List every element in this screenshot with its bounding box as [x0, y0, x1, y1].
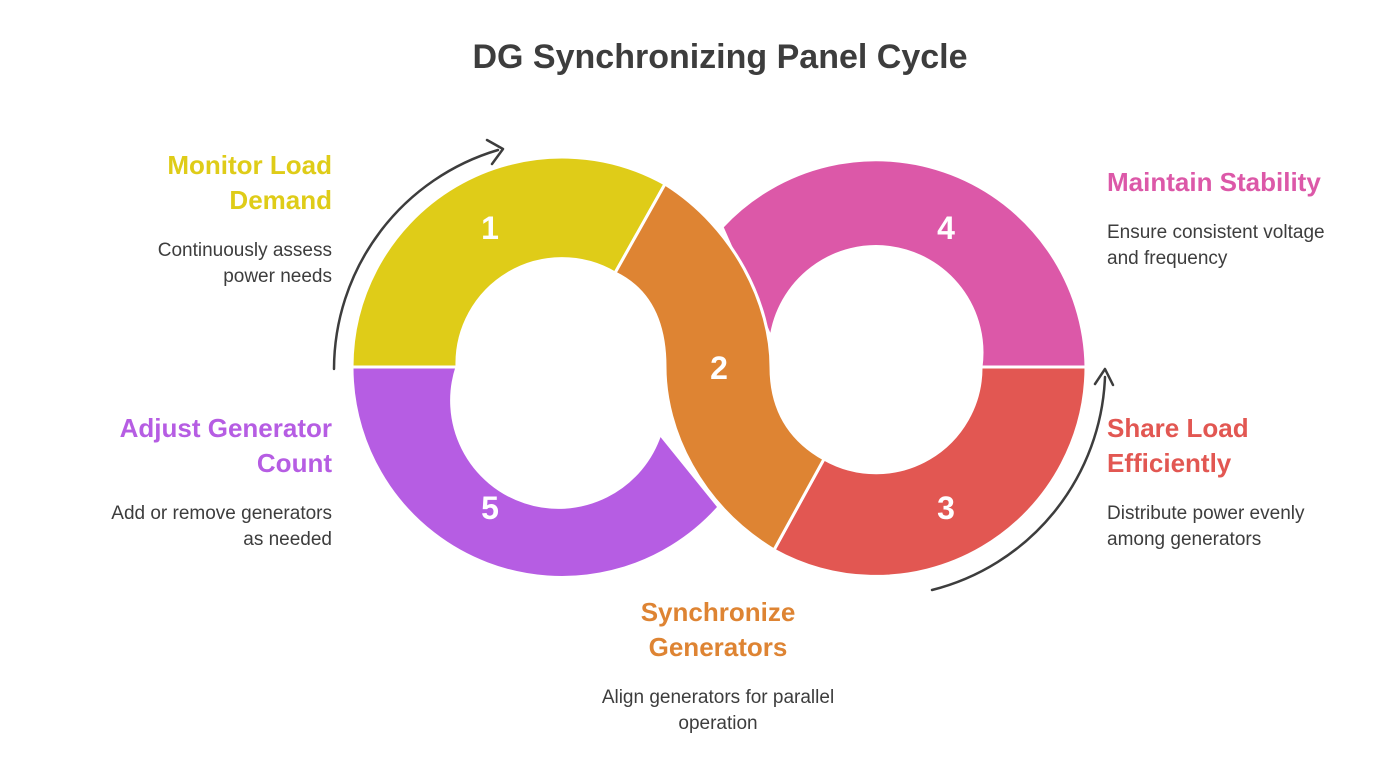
step-5-description: Add or remove generators as needed: [111, 503, 332, 550]
step-5-label: Adjust Generator Count Add or remove gen…: [72, 411, 332, 553]
step-4-description: Ensure consistent voltage and frequency: [1107, 222, 1325, 269]
segment-1-number: 1: [481, 210, 499, 246]
step-4-heading: Maintain Stability: [1107, 167, 1321, 197]
step-1-label: Monitor Load Demand Continuously assess …: [72, 148, 332, 290]
cycle-arrow-left: [332, 148, 500, 371]
step-2-label: Synchronize Generators Align generators …: [578, 595, 858, 737]
step-5-heading: Adjust Generator Count: [119, 413, 332, 478]
step-3-label: Share Load Efficiently Distribute power …: [1107, 411, 1367, 553]
step-2-description: Align generators for parallel operation: [601, 687, 835, 734]
segment-5: [350, 365, 721, 580]
step-2-heading: Synchronize Generators: [640, 597, 796, 662]
arrow-head-right-icon: [1093, 367, 1115, 387]
step-3-description: Distribute power evenly among generators: [1107, 503, 1305, 550]
segment-2-number: 2: [710, 350, 728, 386]
segment-1: [350, 155, 667, 369]
step-4-label: Maintain Stability Ensure consistent vol…: [1107, 165, 1367, 272]
segment-4: [720, 158, 1088, 369]
step-1-heading: Monitor Load Demand: [167, 150, 332, 215]
segment-4-number: 4: [937, 210, 955, 246]
step-1-description: Continuously assess power needs: [157, 240, 332, 287]
arrow-head-left-icon: [485, 138, 505, 166]
diagram-title: DG Synchronizing Panel Cycle: [472, 38, 968, 76]
segment-3-number: 3: [937, 490, 955, 526]
cycle-arrow-right: [930, 375, 1107, 592]
segment-2: [613, 182, 826, 552]
segment-5-number: 5: [481, 490, 499, 526]
segment-3: [772, 365, 1088, 578]
step-3-heading: Share Load Efficiently: [1107, 413, 1249, 478]
